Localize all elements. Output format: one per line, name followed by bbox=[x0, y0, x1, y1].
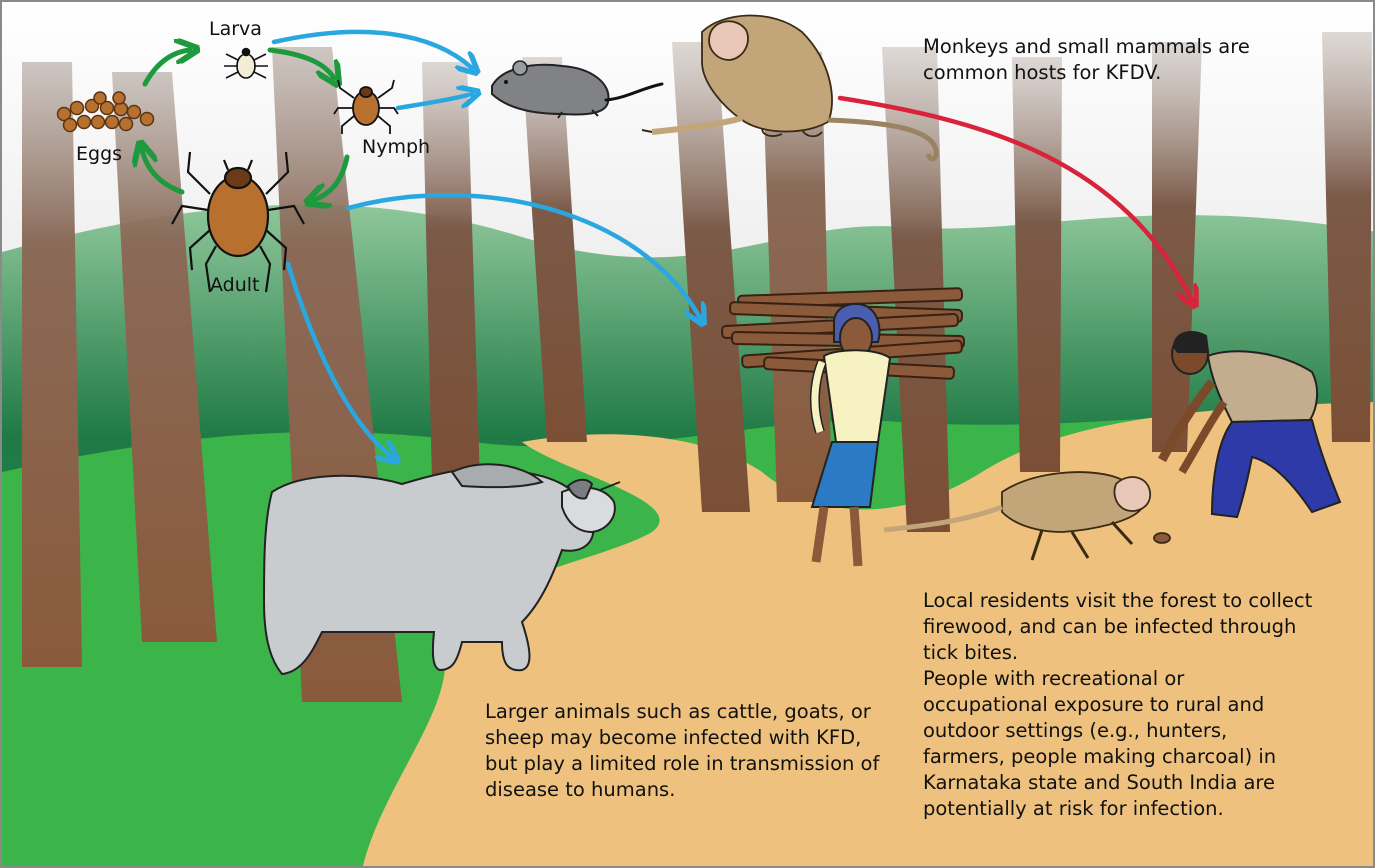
nymph-label: Nymph bbox=[362, 138, 430, 157]
hosts-caption: Monkeys and small mammals are common hos… bbox=[923, 34, 1263, 86]
larva-label: Larva bbox=[209, 20, 262, 39]
livestock-caption: Larger animals such as cattle, goats, or… bbox=[485, 699, 895, 803]
livestock-caption-text: Larger animals such as cattle, goats, or… bbox=[485, 699, 895, 803]
eggs-label: Eggs bbox=[76, 145, 122, 164]
adult-label: Adult bbox=[210, 276, 260, 295]
residents-caption-text: Local residents visit the forest to coll… bbox=[923, 588, 1313, 666]
exposure-caption-text: People with recreational or occupational… bbox=[923, 666, 1313, 822]
risk-caption: Local residents visit the forest to coll… bbox=[923, 588, 1313, 822]
hosts-caption-text: Monkeys and small mammals are common hos… bbox=[923, 34, 1263, 86]
